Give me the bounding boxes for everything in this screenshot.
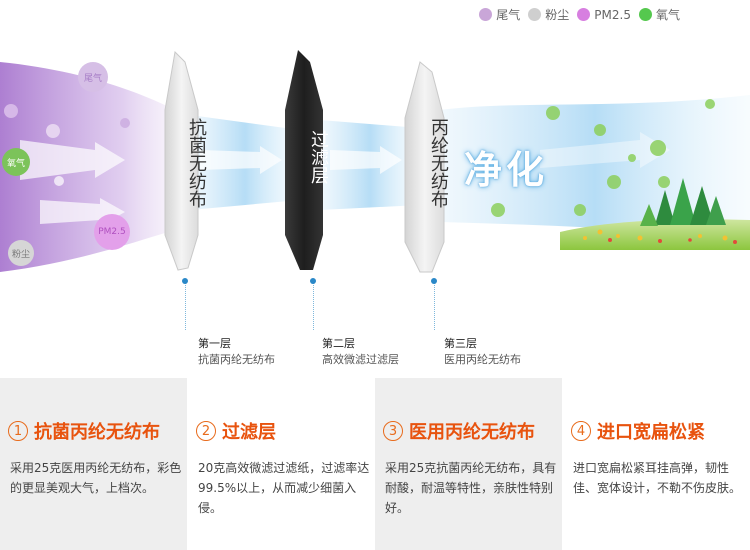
flowers [583, 229, 728, 241]
pollutant-bubble [54, 176, 64, 186]
layer-caption-2: 第二层 高效微滤过滤层 [322, 336, 399, 368]
feature-body: 采用25克抗菌丙纶无纺布，具有耐酸，耐温等特性，亲肤性特别好。 [385, 461, 557, 515]
pm25-particle: PM2.5 [94, 214, 130, 250]
pollutant-bubble [46, 124, 60, 138]
feature-1-header: 1 抗菌丙纶无纺布 [8, 418, 160, 444]
feature-panel: 1 抗菌丙纶无纺布 采用25克医用丙纶无纺布，彩色的更显美观大气，上档次。 2 … [0, 378, 750, 550]
feature-2: 2 过滤层 20克高效微滤过滤纸，过滤率达99.5%以上，从而减少细菌入侵。 [188, 378, 375, 550]
legend-label: PM2.5 [594, 7, 631, 22]
oxygen-particle-label: 氧气 [6, 158, 25, 169]
legend: 尾气 粉尘 PM2.5 氧气 [479, 6, 680, 23]
layer-title: 第一层 [198, 337, 231, 350]
pollutant-bubble [4, 104, 18, 118]
layer-desc: 抗菌丙纶无纺布 [198, 353, 275, 366]
legend-label: 氧气 [655, 8, 680, 22]
filter-1-shape [164, 50, 199, 271]
feature-number: 3 [383, 421, 403, 441]
pin-dot-1 [182, 278, 188, 284]
feature-title: 抗菌丙纶无纺布 [34, 422, 160, 443]
feature-title: 进口宽扁松紧 [597, 422, 705, 443]
oxygen-dot-icon [638, 8, 652, 21]
layer-title: 第二层 [322, 337, 355, 350]
filter-3: 丙纶无纺布 [400, 60, 449, 270]
legend-label: 粉尘 [545, 8, 570, 22]
exhaust-particle-label: 尾气 [83, 73, 102, 84]
pollutant-bubble [120, 118, 130, 128]
filter-1: 抗菌无纺布 [158, 60, 207, 270]
pin-line-2 [313, 282, 314, 330]
feature-number: 4 [571, 421, 591, 441]
pm25-dot-icon [577, 8, 591, 21]
legend-item-exhaust: 尾气 [479, 6, 520, 23]
pin-line-1 [185, 282, 186, 330]
layer-caption-3: 第三层 医用丙纶无纺布 [444, 336, 521, 368]
feature-3-header: 3 医用丙纶无纺布 [383, 418, 535, 444]
filter-3-text: 丙纶无纺布 [428, 118, 449, 208]
feature-title: 过滤层 [222, 422, 276, 443]
exhaust-dot-icon [479, 8, 493, 21]
filter-2: 过滤层 [280, 60, 329, 270]
feature-1: 1 抗菌丙纶无纺布 采用25克医用丙纶无纺布，彩色的更显美观大气，上档次。 [0, 378, 187, 550]
oxygen-bubbles [491, 99, 715, 217]
feature-number: 1 [8, 421, 28, 441]
layer-desc: 医用丙纶无纺布 [444, 353, 521, 366]
legend-label: 尾气 [496, 8, 521, 22]
feature-4: 4 进口宽扁松紧 进口宽扁松紧耳挂高弹，韧性佳、宽体设计，不勒不伤皮肤。 [563, 378, 750, 550]
exhaust-particle: 尾气 [78, 62, 108, 92]
feature-number: 2 [196, 421, 216, 441]
filtration-illustration: 尾气 氧气 PM2.5 粉尘 抗菌无纺布 过滤层 丙纶无纺布 净化 第一层 抗菌… [0, 50, 750, 368]
filter-3-shape [404, 61, 445, 273]
legend-item-dust: 粉尘 [528, 6, 569, 23]
dust-particle-label: 粉尘 [11, 249, 30, 260]
pin-line-3 [434, 282, 435, 330]
red-flowers [608, 238, 737, 244]
pm25-particle-label: PM2.5 [98, 227, 126, 237]
layer-caption-1: 第一层 抗菌丙纶无纺布 [198, 336, 275, 368]
feature-title: 医用丙纶无纺布 [409, 422, 535, 443]
feature-3: 3 医用丙纶无纺布 采用25克抗菌丙纶无纺布，具有耐酸，耐温等特性，亲肤性特别好… [375, 378, 562, 550]
feature-body: 进口宽扁松紧耳挂高弹，韧性佳、宽体设计，不勒不伤皮肤。 [573, 461, 742, 495]
tree-group [640, 178, 726, 226]
feature-body: 20克高效微滤过滤纸，过滤率达99.5%以上，从而减少细菌入侵。 [198, 461, 370, 515]
oxygen-particle: 氧气 [2, 148, 30, 176]
layer-desc: 高效微滤过滤层 [322, 353, 399, 366]
purify-label: 净化 [464, 148, 549, 192]
filter-1-text: 抗菌无纺布 [186, 118, 207, 208]
filter-2-text: 过滤层 [308, 130, 329, 184]
feature-2-header: 2 过滤层 [196, 418, 276, 444]
feature-4-header: 4 进口宽扁松紧 [571, 418, 705, 444]
airflow-graphic [0, 50, 750, 273]
pin-dot-2 [310, 278, 316, 284]
dust-particle: 粉尘 [8, 240, 34, 266]
meadow [560, 219, 750, 250]
layer-title: 第三层 [444, 337, 477, 350]
filter-2-shape [285, 50, 323, 270]
legend-item-oxygen: 氧气 [638, 6, 680, 23]
legend-item-pm25: PM2.5 [577, 8, 631, 22]
clean-air-stream [440, 95, 750, 240]
feature-body: 采用25克医用丙纶无纺布，彩色的更显美观大气，上档次。 [10, 461, 182, 495]
pin-dot-3 [431, 278, 437, 284]
dust-dot-icon [528, 8, 542, 21]
